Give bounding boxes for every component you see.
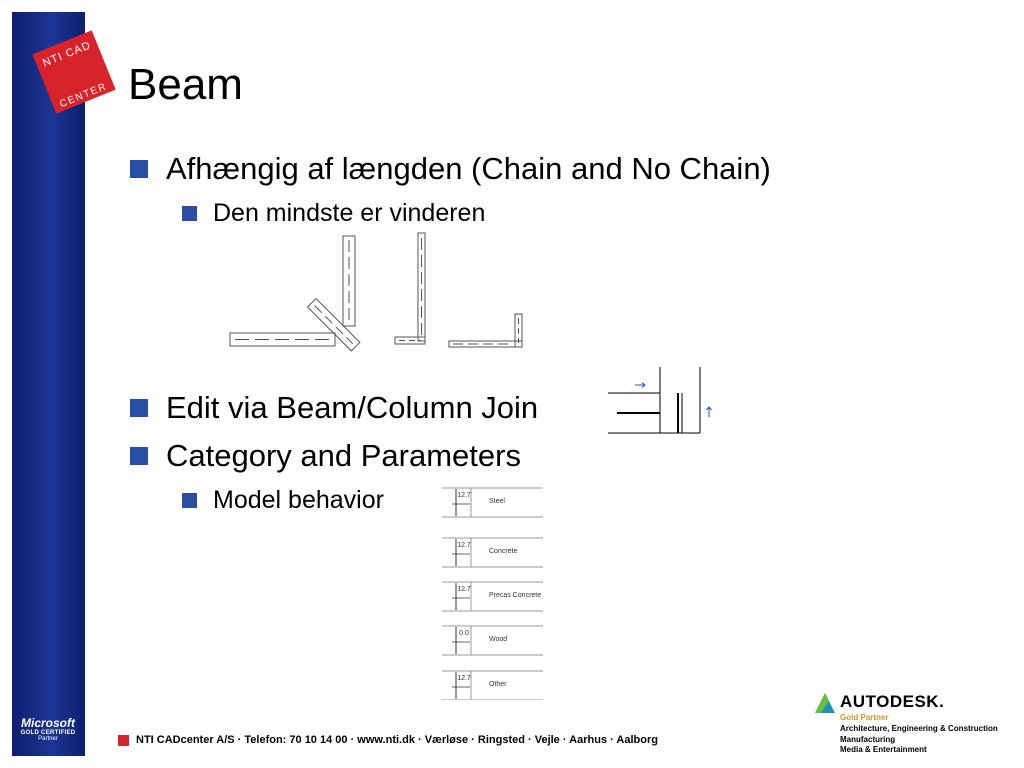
beam-column-join-diagram [608,367,712,434]
bullet-text: Model behavior [213,486,384,514]
sub-bullet-model-behavior: Model behavior [182,486,384,515]
bullet-text: Edit via Beam/Column Join [166,390,539,425]
autodesk-triangle-icon [815,693,835,713]
beam-join-diagram [229,232,523,352]
autodesk-industries: Architecture, Engineering & Construction… [840,724,998,756]
material-dimension: 12.7 [457,492,471,499]
microsoft-level: GOLD CERTIFIED [20,730,76,736]
microsoft-type: Partner [38,736,58,742]
bullet-length-dependency: Afhængig af længden (Chain and No Chain) [130,151,771,187]
left-sidebar-band [12,12,85,756]
material-label: Wood [489,636,507,643]
bullet-square-icon [130,399,148,417]
material-label: Concrete [489,548,518,555]
bullet-text: Afhængig af længden (Chain and No Chain) [166,151,771,186]
bullet-edit-join: Edit via Beam/Column Join [130,390,538,426]
material-dimension: 0.0 [459,630,469,637]
material-dimension: 12.7 [457,542,471,549]
material-dimension: 12.7 [457,586,471,593]
bullet-text: Category and Parameters [166,438,521,473]
footer-square-icon [118,735,129,746]
bullet-square-icon [182,493,197,508]
autodesk-brand: AUTODESK. [840,692,945,711]
bullet-category-parameters: Category and Parameters [130,438,521,474]
sub-bullet-smallest-wins: Den mindste er vinderen [182,199,485,228]
bullet-text: Den mindste er vinderen [213,199,486,227]
nti-cadcenter-logo: NTI CAD CENTER [32,30,116,114]
bullet-square-icon [130,160,148,178]
material-label: Other [489,681,507,688]
material-label: Precas Concrete [489,592,541,599]
industry-item: Architecture, Engineering & Construction [840,724,998,733]
material-label: Steel [489,498,505,505]
industry-item: Media & Entertainment [840,745,927,754]
footer-contact: NTI CADcenter A/S · Telefon: 70 10 14 00… [136,734,658,746]
flip-arrow-icon [635,382,712,417]
material-dimension: 12.7 [457,675,471,682]
industry-item: Manufacturing [840,734,896,744]
slide-title: Beam [128,60,243,109]
bullet-square-icon [130,447,148,465]
microsoft-brand: Microsoft [21,716,75,730]
autodesk-level: Gold Partner [840,713,889,722]
bullet-square-icon [182,206,197,221]
microsoft-partner-logo: Microsoft GOLD CERTIFIED Partner [14,716,82,742]
